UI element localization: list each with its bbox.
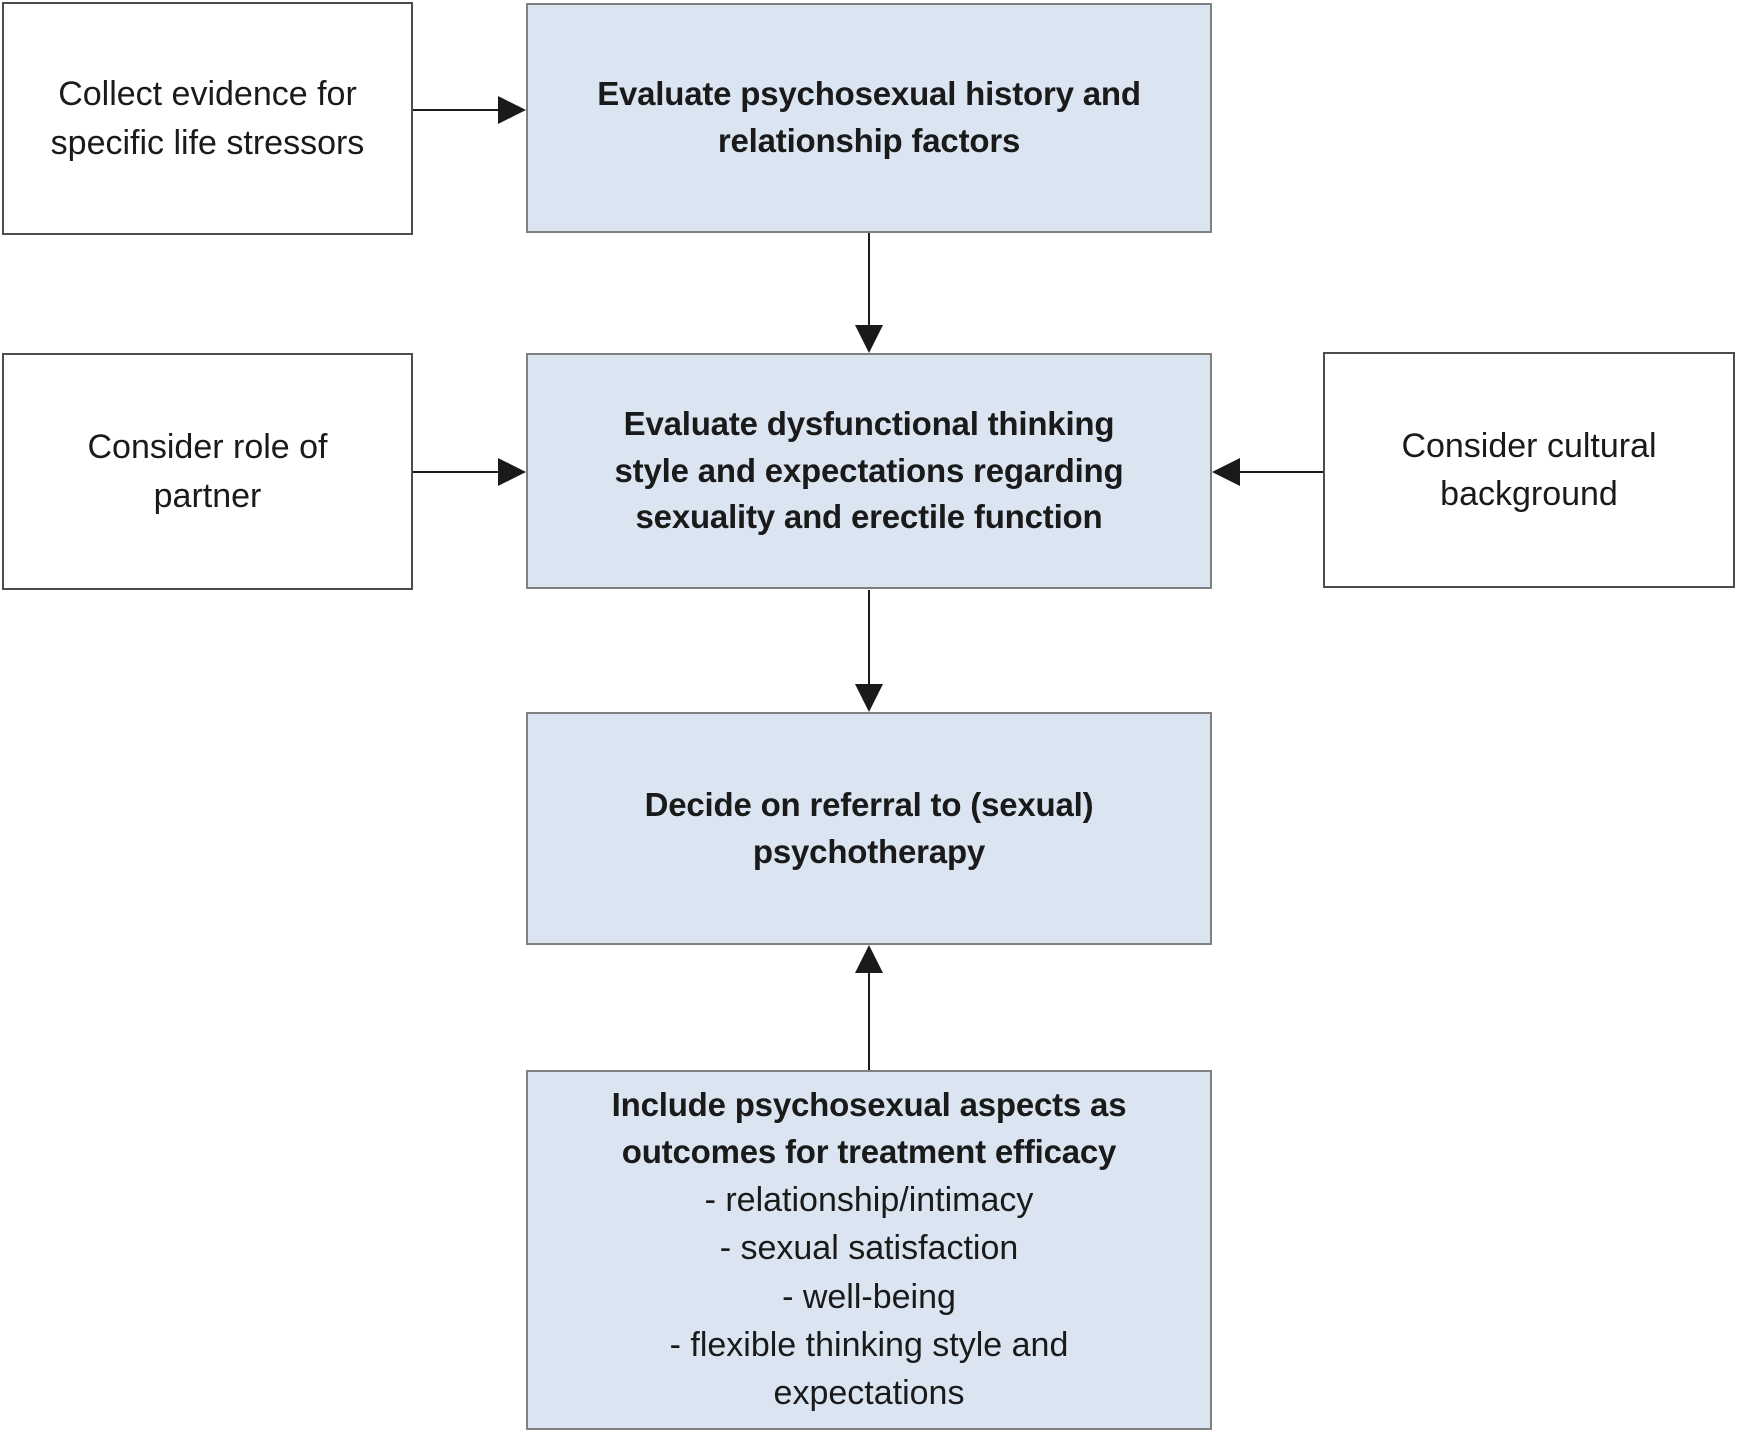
arrowhead-left-icon xyxy=(1212,458,1240,486)
node-decide-on-referral: Decide on referral to (sexual) psychothe… xyxy=(526,712,1212,945)
outcome-list-item: - well-being xyxy=(782,1277,956,1316)
arrowhead-down-icon xyxy=(855,325,883,353)
arrowhead-right-icon xyxy=(498,458,526,486)
node-evaluate-dysfunctional-thinking: Evaluate dysfunctional thinking style an… xyxy=(526,353,1212,589)
psychosexual-outcomes-heading: Include psychosexual aspects as outcomes… xyxy=(611,1086,1127,1171)
edge-collect-to-history-line xyxy=(413,109,500,111)
edge-thinking-to-decide-line xyxy=(868,590,870,685)
edge-history-to-thinking-line xyxy=(868,233,870,327)
node-consider-role-of-partner-label: Consider role of partner xyxy=(87,428,328,515)
node-collect-evidence-label: Collect evidence for specific life stres… xyxy=(50,75,365,162)
node-evaluate-dysfunctional-thinking-label: Evaluate dysfunctional thinking style an… xyxy=(614,404,1124,536)
psychosexual-outcomes-content: Include psychosexual aspects as outcomes… xyxy=(612,1082,1127,1417)
node-consider-role-of-partner: Consider role of partner xyxy=(2,353,413,590)
outcome-list-item: - relationship/intimacy xyxy=(704,1181,1034,1220)
arrowhead-right-icon xyxy=(498,96,526,124)
outcome-list-item: - sexual satisfaction xyxy=(719,1229,1019,1268)
outcome-list-item: - flexible thinking style and expectatio… xyxy=(669,1325,1069,1413)
edge-outcomes-to-decide-line xyxy=(868,971,870,1070)
arrowhead-down-icon xyxy=(855,684,883,712)
node-psychosexual-outcomes: Include psychosexual aspects as outcomes… xyxy=(526,1070,1212,1430)
node-evaluate-psychosexual-history-label: Evaluate psychosexual history and relati… xyxy=(597,75,1141,159)
node-evaluate-psychosexual-history: Evaluate psychosexual history and relati… xyxy=(526,3,1212,233)
node-decide-on-referral-label: Decide on referral to (sexual) psychothe… xyxy=(644,785,1094,870)
node-collect-evidence: Collect evidence for specific life stres… xyxy=(2,2,413,235)
node-consider-cultural-background-label: Consider cultural background xyxy=(1401,426,1657,513)
edge-cultural-to-thinking-line xyxy=(1238,471,1323,473)
node-consider-cultural-background: Consider cultural background xyxy=(1323,352,1735,588)
edge-partner-to-thinking-line xyxy=(413,471,500,473)
arrowhead-up-icon xyxy=(855,945,883,973)
